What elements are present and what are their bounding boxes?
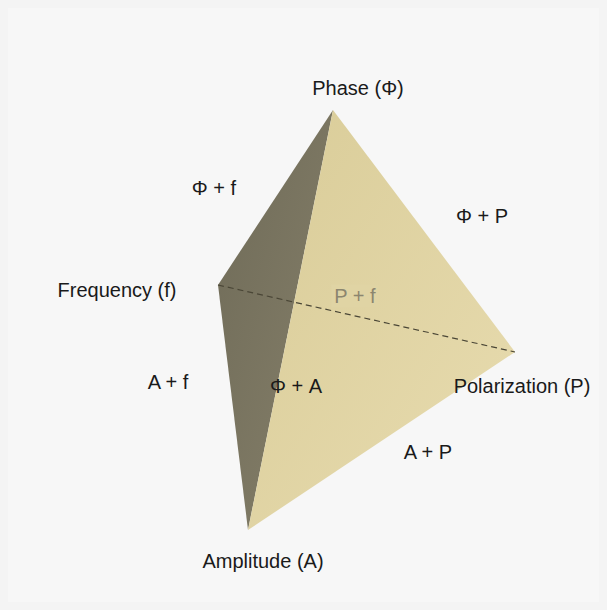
edge-label: P + f [331, 285, 378, 308]
vertex-label: Polarization (P) [454, 375, 591, 398]
edge-label: Φ + A [270, 375, 322, 398]
vertex-label: Phase (Φ) [312, 77, 404, 100]
edge-label: Φ + f [192, 177, 236, 200]
edge-label: Φ + P [456, 205, 508, 228]
background-panel [8, 8, 599, 602]
vertex-label: Frequency (f) [58, 279, 177, 302]
edge-label: A + P [404, 441, 452, 464]
vertex-label: Amplitude (A) [202, 550, 323, 573]
edge-label: A + f [148, 371, 189, 394]
front-face [248, 110, 515, 530]
hidden-edge [218, 285, 515, 352]
